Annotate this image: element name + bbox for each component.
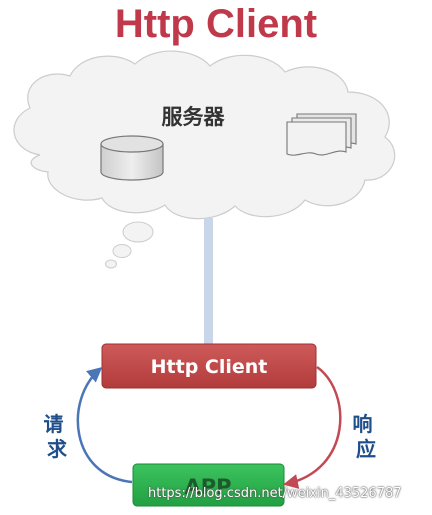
response-label: 响 应 bbox=[353, 412, 380, 461]
diagram-title: Http Client bbox=[114, 2, 318, 46]
request-label: 请 求 bbox=[44, 412, 71, 461]
server-label: 服务器 bbox=[162, 105, 226, 129]
request-arrow bbox=[76, 367, 133, 484]
database-icon bbox=[100, 135, 164, 181]
response-arrow bbox=[283, 365, 342, 489]
watermark-text: https://blog.csdn.net/weixin_43526787 bbox=[148, 486, 402, 501]
connection-line bbox=[204, 218, 213, 345]
http-client-label: Http Client bbox=[151, 356, 268, 378]
http-client-box bbox=[101, 343, 317, 389]
documents-icon bbox=[286, 113, 357, 156]
app-label: APP bbox=[184, 475, 231, 499]
